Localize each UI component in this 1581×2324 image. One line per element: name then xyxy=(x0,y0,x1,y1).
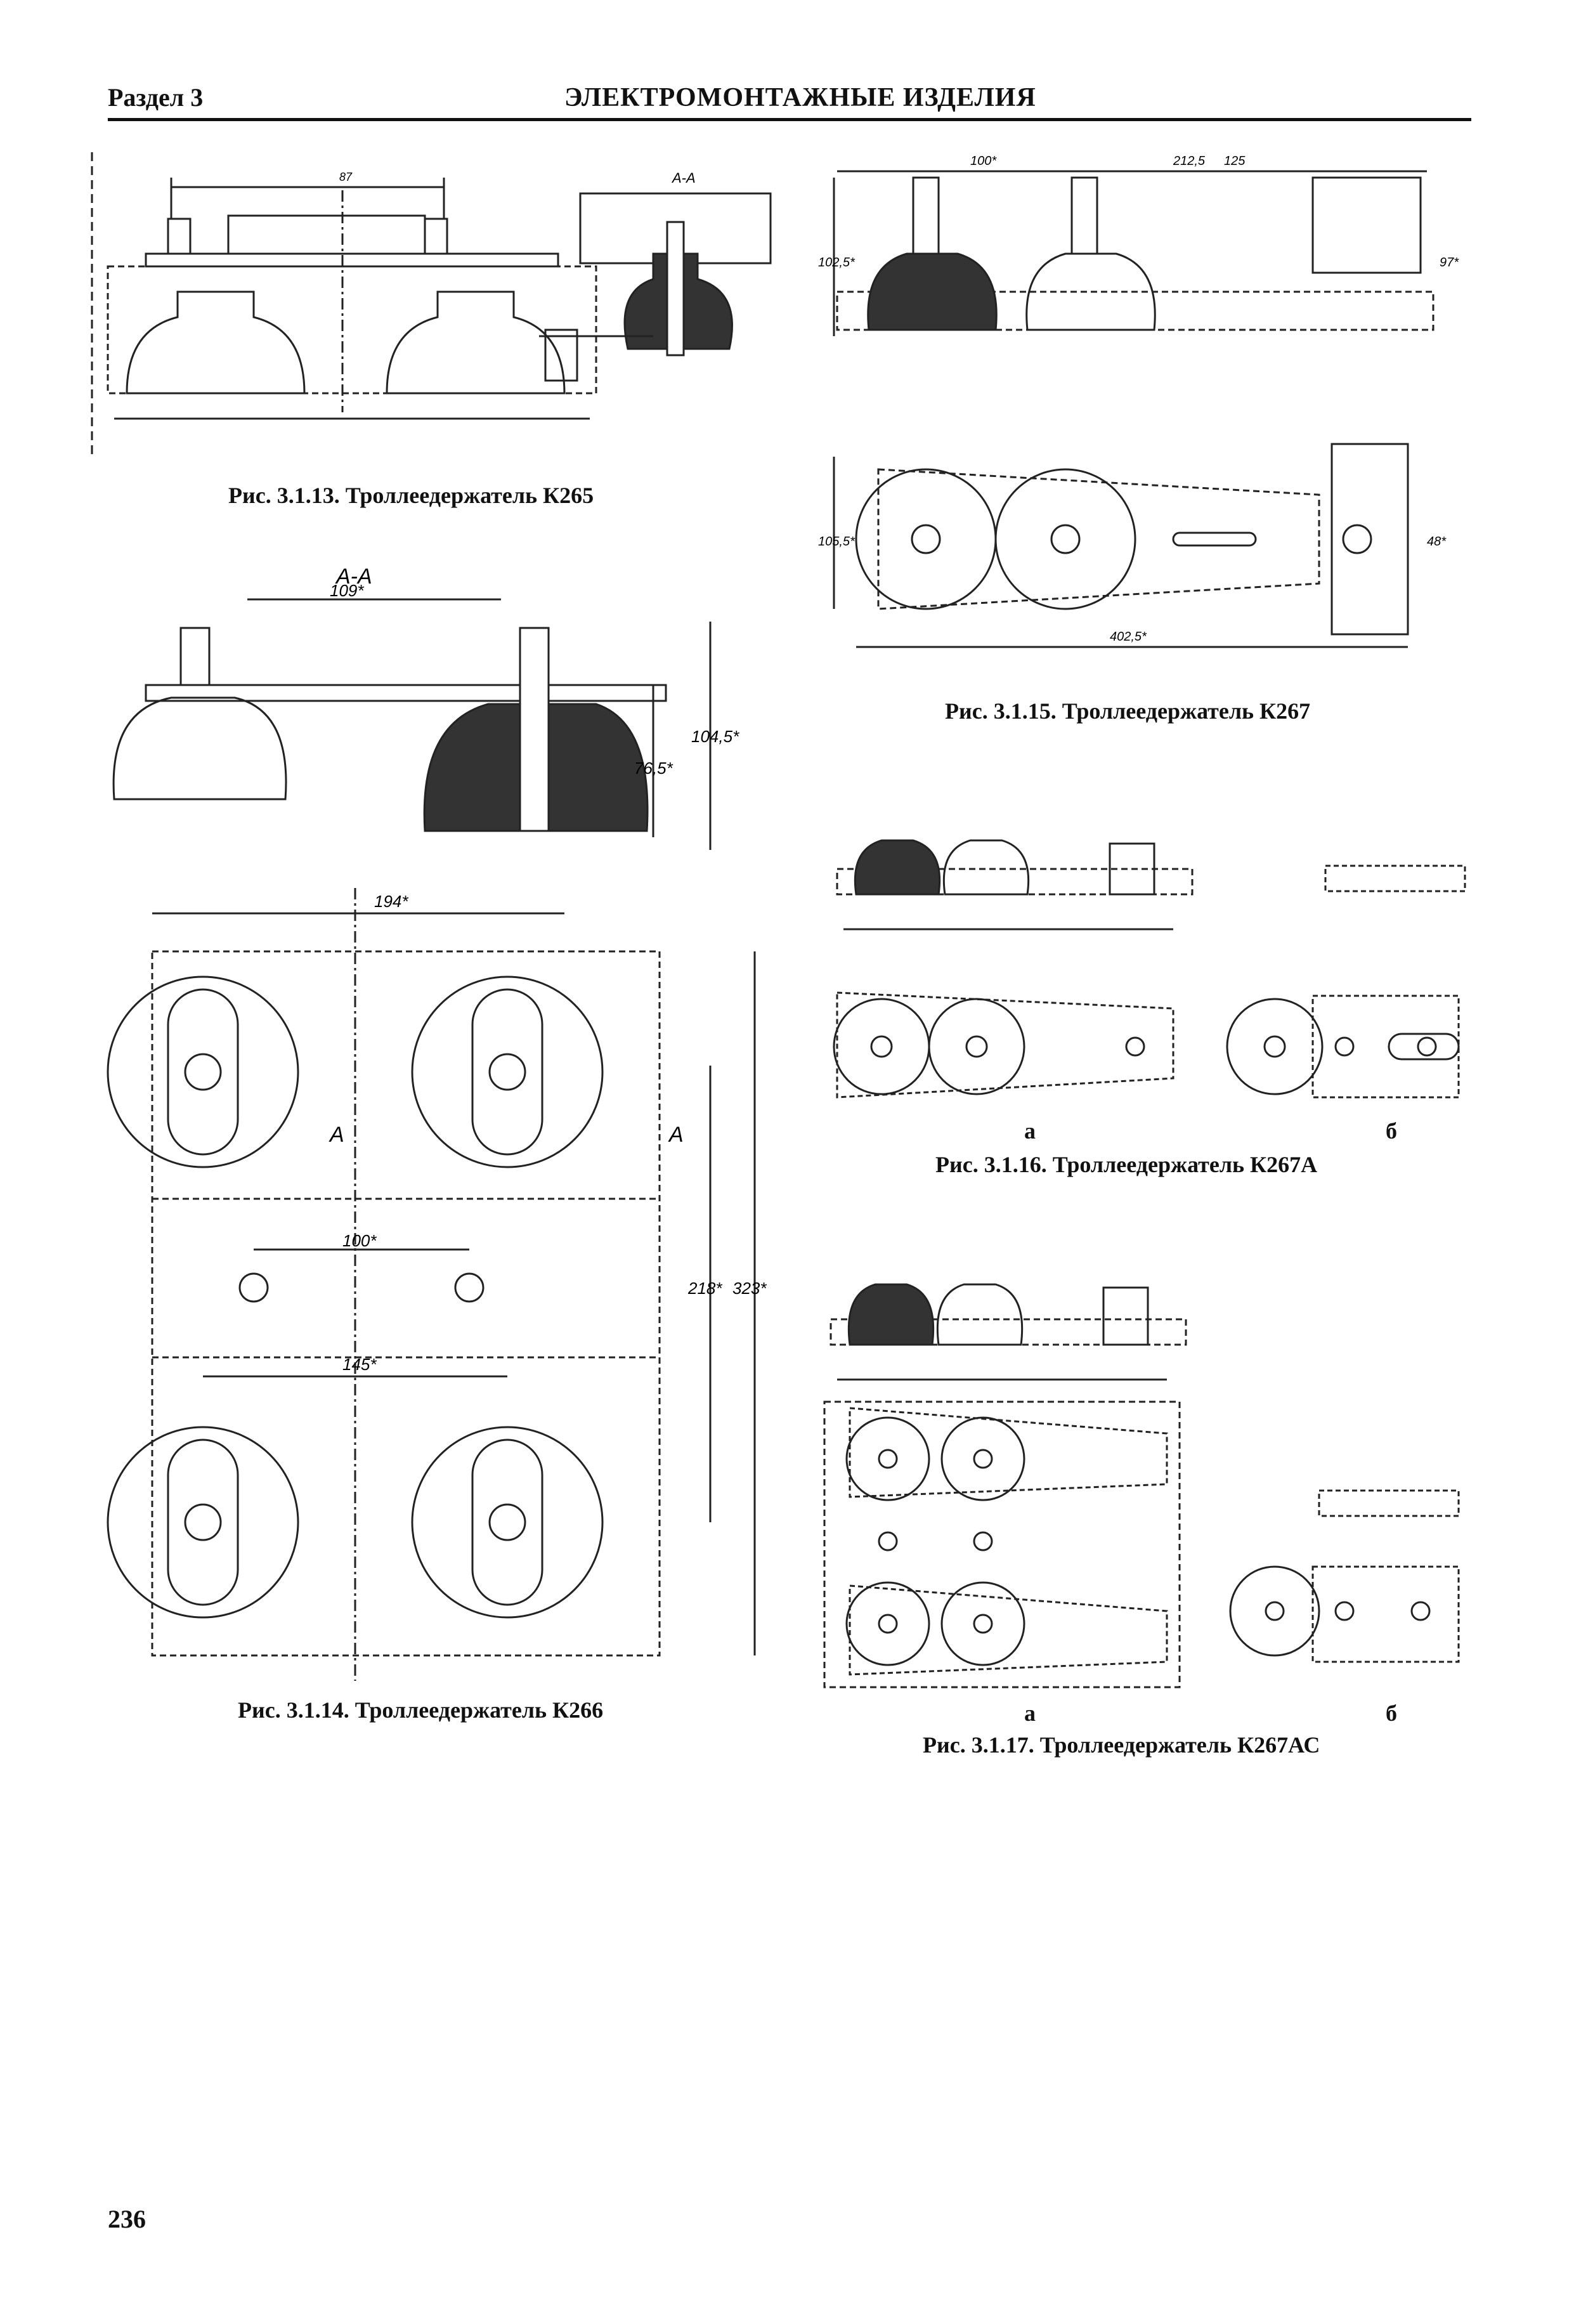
figure-3-1-17-label-a: а xyxy=(1024,1701,1036,1726)
dim-145: 145* xyxy=(342,1355,377,1374)
dim-48: 48* xyxy=(1427,535,1447,549)
figure-3-1-15-drawing: 100* 212,5 125 102,5* 97* 105,5* 48* 402… xyxy=(818,154,1459,648)
figure-3-1-13-drawing: 87 А-А xyxy=(91,152,772,457)
figure-3-1-13-caption: Рис. 3.1.13. Троллеедержатель К265 xyxy=(228,483,594,508)
dim-323: 323* xyxy=(732,1279,767,1298)
section-label-a-a: А-А xyxy=(671,170,696,186)
dim-194: 194* xyxy=(374,892,408,911)
figure-3-1-16-label-a: а xyxy=(1024,1118,1036,1144)
dim-125: 125 xyxy=(1224,154,1246,168)
figure-3-1-15-caption: Рис. 3.1.15. Троллеедержатель К267 xyxy=(945,698,1311,724)
view-mark-left: А xyxy=(329,1123,344,1147)
page-number: 236 xyxy=(108,2205,146,2233)
page-title: ЭЛЕКТРОМОНТАЖНЫЕ ИЗДЕЛИЯ xyxy=(564,83,1036,112)
figure-3-1-16-caption: Рис. 3.1.16. Троллеедержатель К267А xyxy=(935,1152,1318,1177)
view-mark-right: А xyxy=(668,1123,684,1147)
dim-104-5: 104,5* xyxy=(691,727,739,746)
dim-102-5: 102,5* xyxy=(818,256,856,270)
dim-100: 100* xyxy=(342,1231,377,1250)
figure-3-1-14-caption: Рис. 3.1.14. Троллеедержатель К266 xyxy=(238,1697,604,1723)
dim-97: 97* xyxy=(1440,256,1459,270)
dim-100: 100* xyxy=(970,154,997,168)
figure-3-1-17-label-b: б xyxy=(1386,1701,1397,1726)
svg-text:87: 87 xyxy=(339,171,353,183)
dim-105-5: 105,5* xyxy=(818,535,856,549)
dim-402-5: 402,5* xyxy=(1110,630,1147,644)
figure-3-1-16-drawing xyxy=(833,839,1466,1099)
figure-3-1-17-drawing xyxy=(823,1283,1460,1688)
figure-3-1-14-drawing: А-А 109* 194* 100* 145* 76,5* 104,5* 218… xyxy=(107,565,767,1681)
dim-212-5: 212,5 xyxy=(1173,154,1206,168)
header-rule xyxy=(108,118,1471,121)
dim-218: 218* xyxy=(687,1279,722,1298)
section-label-a-a: А-А xyxy=(335,565,372,589)
figure-3-1-17-caption: Рис. 3.1.17. Троллеедержатель К267АС xyxy=(923,1732,1320,1758)
dim-76-5: 76,5* xyxy=(634,759,673,778)
figure-3-1-16-label-b: б xyxy=(1386,1118,1397,1144)
section-label: Раздел 3 xyxy=(108,83,204,112)
page-header: Раздел 3 ЭЛЕКТРОМОНТАЖНЫЕ ИЗДЕЛИЯ xyxy=(108,82,1471,121)
dim-109: 109* xyxy=(330,581,364,600)
